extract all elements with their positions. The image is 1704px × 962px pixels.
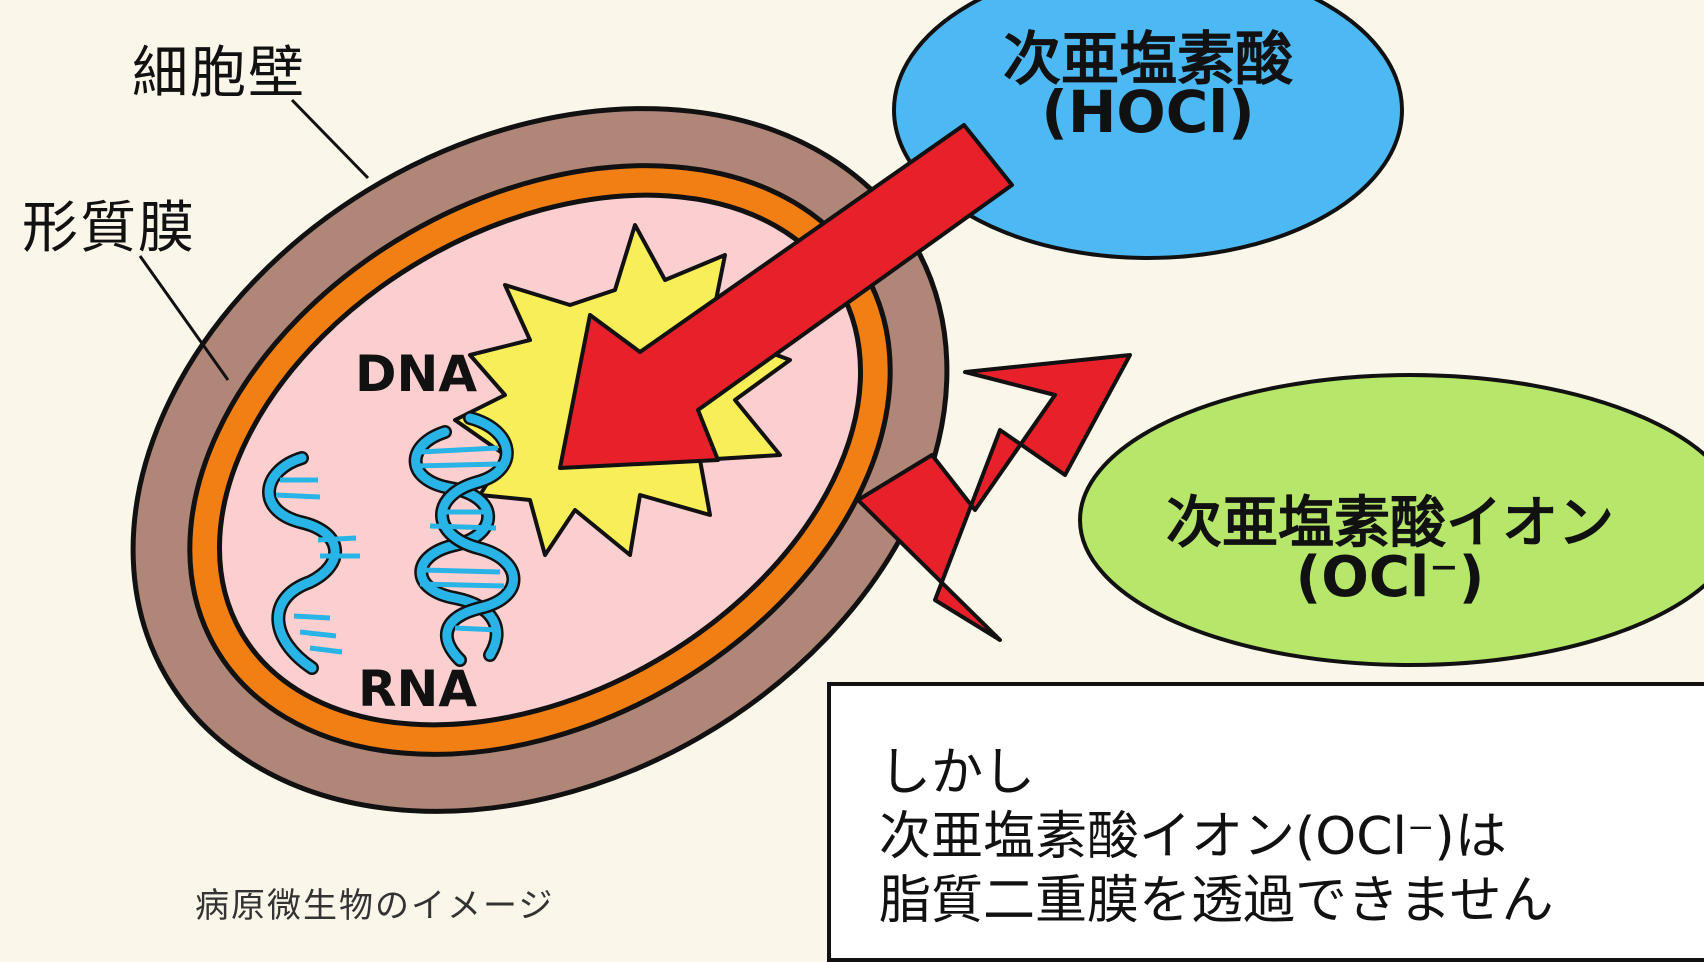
penetration-arrow [558, 123, 1014, 470]
note-line: 次亜塩素酸イオン(OCl⁻)は [879, 807, 1507, 867]
dna-label: DNA [355, 345, 478, 403]
ocl-name: 次亜塩素酸イオン [1166, 491, 1614, 556]
diagram-graphics [130, 0, 1704, 814]
plasma-membrane-label: 形質膜 [22, 196, 196, 261]
note-line: しかし [879, 743, 1036, 803]
hocl-formula: (HOCl) [1041, 78, 1255, 146]
note-line: 脂質二重膜を透過できません [879, 871, 1554, 931]
explanation-box: しかし 次亜塩素酸イオン(OCl⁻)は 脂質二重膜を透過できません [827, 682, 1704, 962]
diagram: 細胞壁 形質膜 DNA RNA 病原微生物のイメージ 次亜塩素酸 (HOCl) … [22, 0, 1704, 962]
hocl-name: 次亜塩素酸 [1002, 25, 1293, 93]
rna-strand [262, 451, 360, 675]
repelled-arrow [856, 353, 1132, 642]
plasma-membrane-leader-line [138, 255, 230, 381]
ocl-formula: (OCl⁻) [1295, 545, 1485, 610]
ocl-bubble [1078, 373, 1704, 667]
pathogen-caption: 病原微生物のイメージ [195, 886, 555, 926]
cell-wall-label: 細胞壁 [132, 41, 306, 106]
rna-label: RNA [358, 660, 478, 718]
hocl-bubble [892, 0, 1404, 260]
dna-helix [408, 411, 521, 667]
cell-wall-leader-line [290, 98, 370, 180]
